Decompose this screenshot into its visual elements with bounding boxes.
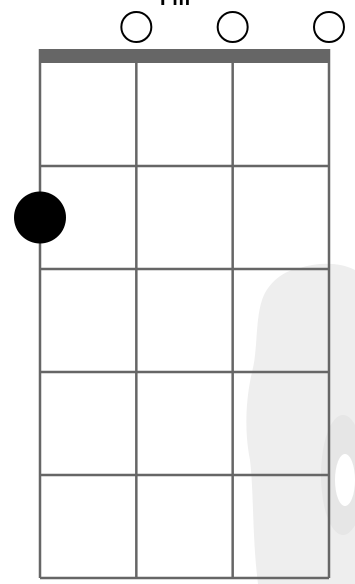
open-string-marker xyxy=(121,12,151,42)
open-string-marker xyxy=(218,12,248,42)
nut xyxy=(39,49,330,63)
finger-dot xyxy=(14,192,66,244)
open-string-marker xyxy=(314,12,344,42)
